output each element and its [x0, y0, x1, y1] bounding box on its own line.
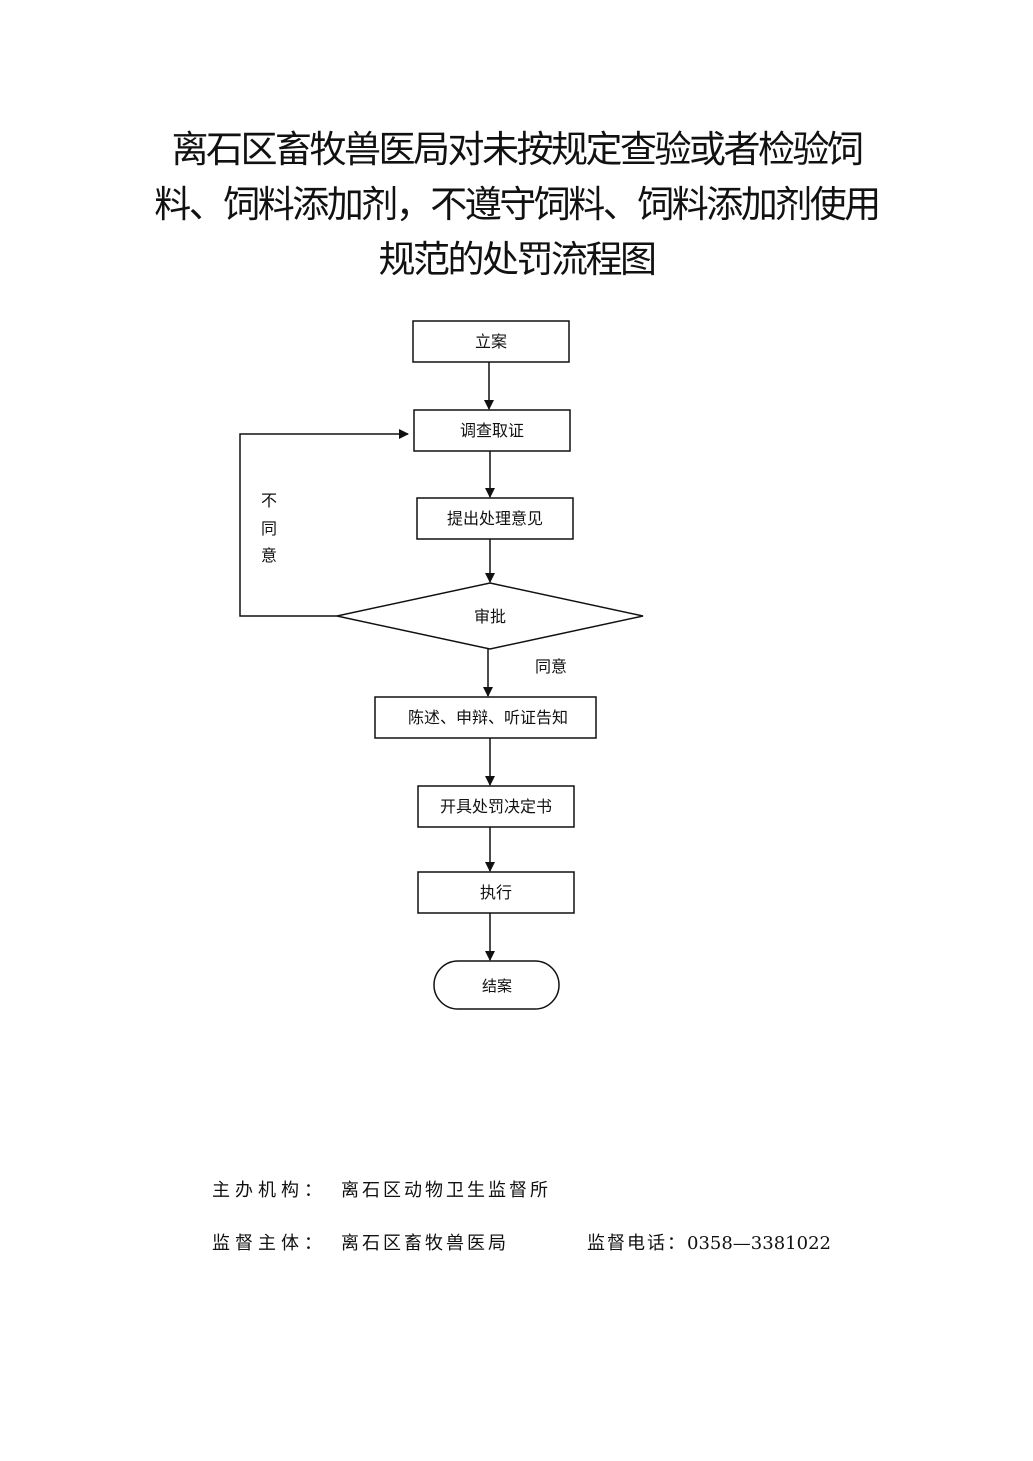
label-propose: 提出处理意见 — [447, 509, 543, 528]
box-propose — [416, 497, 574, 540]
box-notify — [374, 696, 597, 739]
label-disagree-2: 同 — [261, 519, 277, 538]
organizer-label: 主办机构： — [212, 1180, 327, 1201]
title-line-1: 离石区畜牧兽医局对未按规定查验或者检验饲 — [171, 128, 865, 171]
decision-approve-shape — [336, 582, 644, 650]
phone-value: 0358—3381022 — [687, 1233, 831, 1254]
organizer-value: 离石区动物卫生监督所 — [341, 1180, 551, 1201]
title-line-2: 料、饲料添加剂，不遵守饲料、饲料添加剂使用 — [154, 183, 881, 226]
label-notify: 陈述、申辩、听证告知 — [408, 708, 568, 727]
page-title: 离石区畜牧兽医局对未按规定查验或者检验饲 料、饲料添加剂，不遵守饲料、饲料添加剂… — [140, 122, 893, 287]
label-agree: 同意 — [535, 657, 567, 676]
label-close: 结案 — [482, 977, 512, 995]
phone-label: 监督电话： — [587, 1233, 687, 1254]
box-investigate — [413, 409, 571, 452]
arrow-disagree-loop — [239, 429, 409, 617]
terminal-close — [433, 960, 560, 1010]
box-register — [412, 320, 570, 363]
label-disagree-3: 意 — [261, 546, 277, 565]
label-decision-doc: 开具处罚决定书 — [440, 797, 552, 816]
title-line-3: 规范的处罚流程图 — [378, 238, 658, 281]
label-disagree-1: 不 — [261, 491, 277, 510]
label-investigate: 调查取证 — [460, 421, 524, 440]
box-decision-doc — [417, 785, 575, 828]
footer-organizer: 主办机构： 离石区动物卫生监督所 — [212, 1176, 551, 1202]
box-execute — [417, 871, 575, 914]
supervisor-value: 离石区畜牧兽医局 — [341, 1233, 509, 1254]
footer-phone: 监督电话：0358—3381022 — [587, 1229, 831, 1255]
label-approve: 审批 — [474, 607, 506, 626]
label-register: 立案 — [475, 332, 507, 351]
label-execute: 执行 — [480, 883, 512, 902]
footer-supervisor: 监督主体： 离石区畜牧兽医局 — [212, 1229, 509, 1255]
supervisor-label: 监督主体： — [212, 1233, 327, 1254]
